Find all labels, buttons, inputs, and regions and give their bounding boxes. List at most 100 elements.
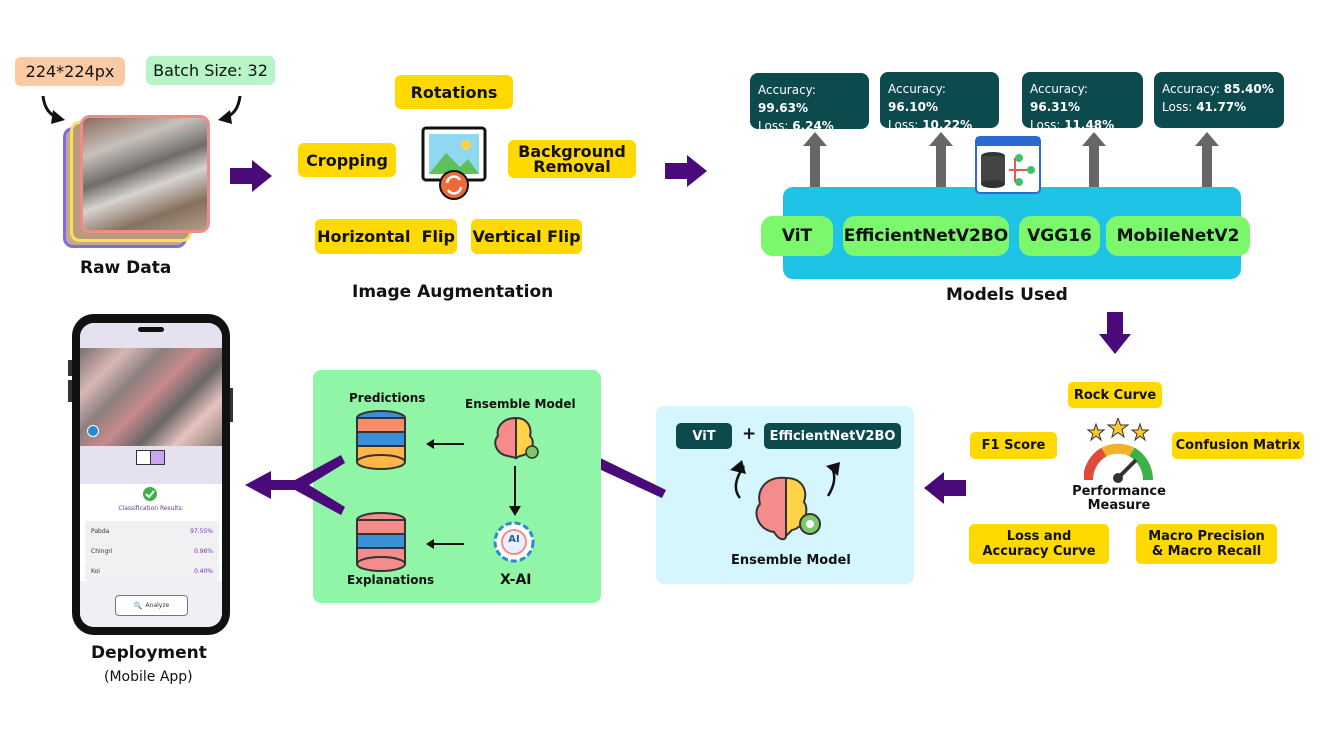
analyze-button-label: Analyze bbox=[145, 602, 170, 609]
model-chip-vgg16: VGG16 bbox=[1019, 216, 1100, 256]
database-icon bbox=[356, 512, 406, 572]
camera-icon[interactable] bbox=[136, 450, 151, 465]
ensemble-vit-chip: ViT bbox=[676, 423, 732, 449]
up-arrow-icon bbox=[929, 132, 953, 190]
performance-title-2: Measure bbox=[1087, 498, 1151, 513]
left-arrow-icon bbox=[426, 439, 464, 449]
aug-horizontal-flip-label: Horizontal Flip bbox=[317, 227, 455, 246]
result-row: Pabda 97.55% bbox=[85, 521, 219, 541]
xai-label: X-AI bbox=[500, 572, 532, 588]
aug-cropping: Cropping bbox=[298, 143, 396, 177]
left-arrow-icon bbox=[426, 539, 464, 549]
ensemble-effnet-label: EfficientNetV2BO bbox=[769, 428, 896, 444]
macro-precision-tag: Macro Precision & Macro Recall bbox=[1136, 524, 1277, 564]
database-icon bbox=[356, 410, 406, 470]
model-efficientnet-label: EfficientNetV2BO bbox=[843, 226, 1009, 246]
loss-accuracy-label-1: Loss and bbox=[1006, 529, 1072, 544]
mobilenet-loss: 41.77% bbox=[1196, 100, 1247, 114]
flow-arrow-icon bbox=[1099, 312, 1131, 354]
image-size-label: 224*224px bbox=[25, 62, 115, 81]
ensemble-model-label: Ensemble Model bbox=[465, 397, 576, 411]
vgg16-accuracy: 96.31% bbox=[1030, 100, 1080, 114]
analyze-button[interactable]: 🔍 Analyze bbox=[115, 595, 188, 616]
rock-curve-tag: Rock Curve bbox=[1068, 382, 1162, 408]
result-name: Chingri bbox=[91, 547, 113, 555]
aug-background-label-2: Removal bbox=[533, 157, 611, 176]
performance-title: Performance Measure bbox=[1066, 485, 1172, 513]
down-arrow-icon bbox=[509, 466, 521, 516]
accuracy-box-efficientnet: Accuracy: 96.10% Loss: 10.22% bbox=[880, 72, 999, 132]
aug-horizontal-flip: Horizontal Flip bbox=[315, 219, 457, 254]
aug-cropping-label: Cropping bbox=[306, 150, 388, 170]
accuracy-box-mobilenet: Accuracy: 85.40% Loss: 41.77% bbox=[1154, 72, 1284, 128]
performance-gauge-icon bbox=[1084, 418, 1154, 483]
fish-photo bbox=[80, 348, 222, 446]
loss-accuracy-tag: Loss and Accuracy Curve bbox=[969, 524, 1109, 564]
predictions-label: Predictions bbox=[349, 391, 426, 405]
accuracy-box-vit: Accuracy: 99.63% Loss: 6.24% bbox=[750, 73, 869, 133]
fish-photo-stack-icon bbox=[60, 115, 210, 248]
f1-score-tag: F1 Score bbox=[970, 432, 1057, 459]
result-row: Koi 0.40% bbox=[85, 561, 219, 581]
batch-size-tag: Batch Size: 32 bbox=[146, 56, 275, 85]
search-icon: 🔍 bbox=[133, 601, 143, 610]
aug-background-removal: Background Removal bbox=[508, 140, 636, 178]
up-arrow-icon bbox=[1082, 132, 1106, 190]
accuracy-box-vgg16: Accuracy: 96.31% Loss: 11.48% bbox=[1022, 72, 1143, 132]
deployment-title: Deployment bbox=[91, 643, 207, 663]
ensemble-plus: + bbox=[742, 424, 757, 444]
models-title: Models Used bbox=[946, 285, 1068, 305]
model-vit-label: ViT bbox=[781, 226, 813, 246]
gallery-icon[interactable] bbox=[150, 450, 165, 465]
model-chip-efficientnet: EfficientNetV2BO bbox=[843, 216, 1009, 256]
aug-vertical-flip-label: Vertical Flip bbox=[472, 227, 581, 246]
rock-curve-label: Rock Curve bbox=[1073, 387, 1157, 403]
efficientnet-loss: 10.22% bbox=[922, 118, 973, 132]
deployment-subtitle: (Mobile App) bbox=[104, 669, 193, 685]
check-badge-icon bbox=[87, 425, 99, 437]
ensemble-title: Ensemble Model bbox=[731, 553, 851, 568]
fork-arrow-icon bbox=[245, 455, 345, 515]
ensemble-effnet-chip: EfficientNetV2BO bbox=[764, 423, 901, 449]
efficientnet-accuracy: 96.10% bbox=[888, 100, 938, 114]
flow-arrow-icon bbox=[924, 472, 966, 504]
phone-side-button bbox=[230, 388, 233, 422]
phone-side-button bbox=[68, 380, 72, 402]
brain-icon bbox=[494, 416, 539, 460]
confusion-matrix-tag: Confusion Matrix bbox=[1172, 432, 1304, 459]
database-flow-icon bbox=[975, 136, 1041, 194]
up-arrow-icon bbox=[1195, 132, 1219, 190]
phone-screen: Classification Results: bbox=[80, 323, 222, 627]
ai-badge-label: AI bbox=[508, 534, 520, 545]
up-arrow-icon bbox=[803, 132, 827, 190]
results-title: Classification Results: bbox=[118, 505, 184, 512]
aug-vertical-flip: Vertical Flip bbox=[471, 219, 582, 254]
star-icon bbox=[1130, 422, 1150, 442]
explanations-label: Explanations bbox=[347, 573, 435, 587]
model-vgg16-label: VGG16 bbox=[1027, 226, 1092, 246]
model-chip-vit: ViT bbox=[761, 216, 833, 256]
curved-arrow-icon bbox=[41, 95, 65, 124]
image-augmentation-icon bbox=[421, 126, 487, 200]
flow-arrow-icon bbox=[230, 160, 272, 192]
aug-rotations-label: Rotations bbox=[410, 82, 498, 102]
brain-icon bbox=[730, 460, 840, 541]
mobilenet-accuracy: 85.40% bbox=[1223, 82, 1274, 96]
phone-side-button bbox=[68, 360, 72, 376]
performance-title-1: Performance bbox=[1072, 484, 1166, 499]
result-value: 0.96% bbox=[193, 547, 213, 555]
model-chip-mobilenet: MobileNetV2 bbox=[1106, 216, 1250, 256]
ai-brain-icon: AI bbox=[492, 520, 536, 564]
result-value: 0.40% bbox=[193, 567, 213, 575]
vit-loss: 6.24% bbox=[792, 119, 834, 133]
augmentation-title: Image Augmentation bbox=[352, 282, 554, 302]
curved-arrow-icon bbox=[218, 95, 242, 124]
check-circle-icon bbox=[143, 487, 157, 501]
image-size-tag: 224*224px bbox=[15, 57, 125, 86]
raw-data-title: Raw Data bbox=[80, 258, 172, 278]
result-name: Pabda bbox=[91, 527, 110, 535]
result-name: Koi bbox=[91, 567, 100, 575]
loss-accuracy-label-2: Accuracy Curve bbox=[982, 544, 1096, 559]
flow-arrow-icon bbox=[665, 155, 707, 187]
aug-background-label-1: Background bbox=[518, 142, 626, 161]
